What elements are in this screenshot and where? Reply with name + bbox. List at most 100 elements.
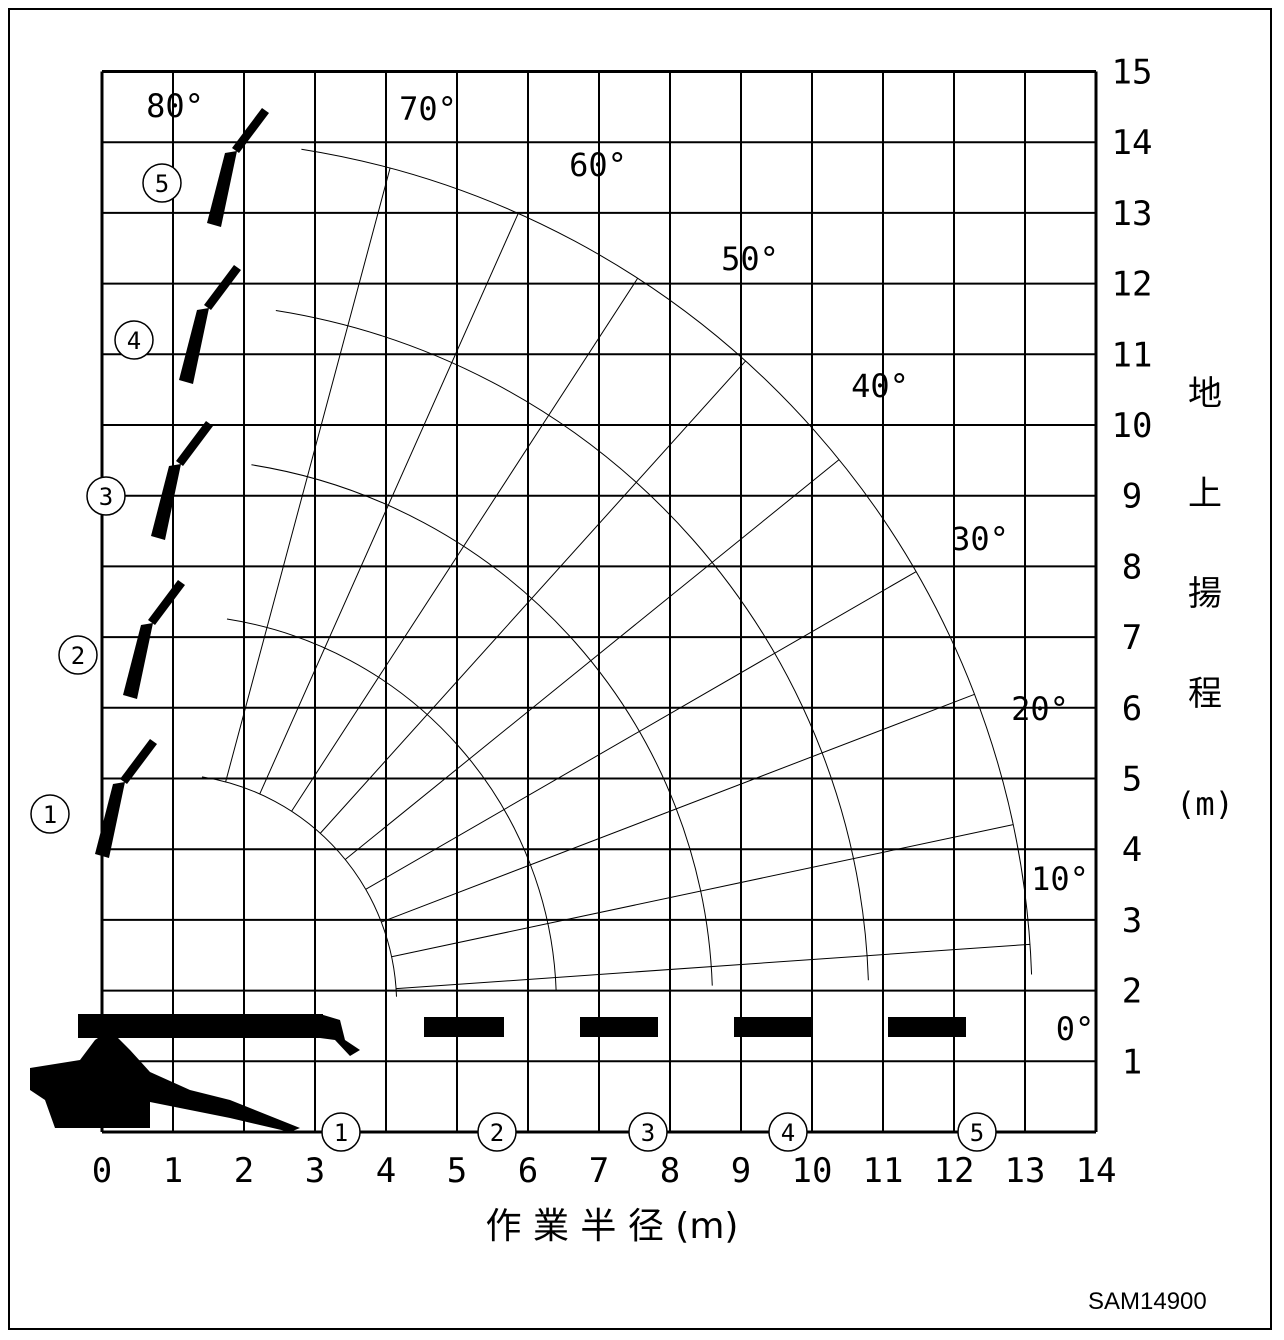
x-tick-label: 8 bbox=[660, 1151, 680, 1191]
raised-boom-icon bbox=[207, 151, 237, 227]
stage-marker-label: 4 bbox=[781, 1119, 795, 1147]
range-arc bbox=[226, 618, 557, 992]
y-tick-label: 7 bbox=[1122, 618, 1142, 658]
angle-labels: 80° 70° 60° 50° 40° 30° 20° 10° 0° bbox=[146, 87, 1094, 1048]
y-axis-label-char: 揚 bbox=[1188, 574, 1222, 614]
x-tick-label: 6 bbox=[518, 1151, 538, 1191]
boom-segment-5 bbox=[888, 1017, 966, 1037]
range-arc bbox=[251, 464, 713, 986]
angle-label: 40° bbox=[851, 367, 909, 405]
y-axis-label-char: 地 bbox=[1188, 374, 1222, 414]
stage-marker bbox=[142, 163, 182, 203]
y-tick-label: 4 bbox=[1122, 830, 1142, 870]
angle-label: 80° bbox=[146, 87, 204, 125]
stage-marker bbox=[321, 1112, 361, 1152]
angle-line bbox=[381, 693, 975, 923]
x-tick-label: 5 bbox=[447, 1151, 467, 1191]
stage-marker-label: 1 bbox=[334, 1119, 348, 1147]
x-tick-label: 4 bbox=[376, 1151, 396, 1191]
stage-marker bbox=[114, 320, 154, 360]
angle-label: 10° bbox=[1031, 860, 1089, 898]
raised-boom-icon bbox=[123, 623, 153, 699]
angle-line bbox=[391, 824, 1014, 958]
drawing-frame bbox=[8, 8, 1272, 1330]
x-tick-label: 11 bbox=[863, 1151, 904, 1191]
drawing-code: SAM14900 bbox=[1088, 1288, 1207, 1315]
angle-line bbox=[344, 459, 840, 860]
angle-label: 70° bbox=[399, 90, 457, 128]
angle-label: 0° bbox=[1056, 1010, 1095, 1048]
stage-marker bbox=[30, 794, 70, 834]
range-arc bbox=[275, 310, 869, 981]
y-tick-label: 1 bbox=[1122, 1042, 1142, 1082]
boom-arm-icon bbox=[204, 265, 241, 310]
working-range-arcs bbox=[201, 148, 1033, 997]
x-tick-label: 13 bbox=[1005, 1151, 1046, 1191]
grid bbox=[100, 70, 1098, 1134]
stage-marker-label: 3 bbox=[641, 1119, 655, 1147]
stage-marker-label: 1 bbox=[43, 801, 57, 829]
raised-boom-icon bbox=[151, 464, 181, 540]
y-tick-label: 10 bbox=[1112, 406, 1153, 446]
stage-marker bbox=[86, 476, 126, 516]
x-tick-label: 3 bbox=[305, 1151, 325, 1191]
x-tick-label: 1 bbox=[163, 1151, 183, 1191]
crane-boom-tip bbox=[320, 1014, 360, 1056]
boom-segment-3 bbox=[580, 1017, 658, 1037]
x-tick-label: 2 bbox=[234, 1151, 254, 1191]
angle-label: 30° bbox=[951, 520, 1009, 558]
angle-label: 50° bbox=[721, 240, 779, 278]
range-arc bbox=[301, 148, 1033, 975]
y-tick-label: 3 bbox=[1122, 901, 1142, 941]
stage-marker-label: 2 bbox=[71, 642, 85, 670]
x-tick-label: 0 bbox=[92, 1151, 112, 1191]
angle-label: 20° bbox=[1011, 690, 1069, 728]
stage-marker bbox=[477, 1112, 517, 1152]
y-axis-label-char: 程 bbox=[1188, 674, 1222, 714]
boom-arm-icon bbox=[148, 580, 185, 625]
boom-segment-2 bbox=[424, 1017, 504, 1037]
angle-line bbox=[259, 213, 519, 795]
x-tick-label: 12 bbox=[934, 1151, 975, 1191]
y-tick-label: 8 bbox=[1122, 547, 1142, 587]
stage-marker bbox=[58, 635, 98, 675]
raised-boom-icon bbox=[179, 308, 209, 384]
y-tick-label: 15 bbox=[1112, 53, 1153, 93]
stage-marker bbox=[628, 1112, 668, 1152]
stage-marker bbox=[957, 1112, 997, 1152]
angle-line bbox=[396, 943, 1031, 990]
y-axis-unit: (m) bbox=[1176, 785, 1234, 823]
x-axis-label: 作 業 半 径 (m) bbox=[486, 1206, 739, 1247]
x-tick-label: 7 bbox=[589, 1151, 609, 1191]
boom-arm-icon bbox=[176, 421, 213, 466]
boom-segment-4 bbox=[734, 1017, 812, 1037]
y-tick-label: 11 bbox=[1112, 335, 1153, 375]
angle-line bbox=[225, 167, 391, 782]
stage-marker-label: 5 bbox=[155, 170, 169, 198]
angle-label: 60° bbox=[569, 146, 627, 184]
angle-line bbox=[319, 360, 746, 834]
y-tick-label: 14 bbox=[1112, 123, 1153, 163]
crane-horizontal-boom bbox=[78, 1014, 323, 1038]
angle-line bbox=[365, 571, 917, 890]
stage-marker-label: 2 bbox=[490, 1119, 504, 1147]
stage-marker bbox=[768, 1112, 808, 1152]
x-tick-label: 9 bbox=[731, 1151, 751, 1191]
stage-marker-label: 3 bbox=[99, 483, 113, 511]
stage-marker-label: 4 bbox=[127, 327, 141, 355]
crane-base-icon bbox=[30, 1030, 300, 1132]
x-tick-label: 14 bbox=[1076, 1151, 1117, 1191]
boom-arm-icon bbox=[120, 739, 157, 784]
y-tick-label: 6 bbox=[1122, 689, 1142, 729]
boom-arm-icon bbox=[232, 108, 269, 153]
y-tick-label: 13 bbox=[1112, 194, 1153, 234]
y-tick-label: 2 bbox=[1122, 972, 1142, 1012]
y-axis-label-char: 上 bbox=[1188, 474, 1222, 514]
x-tick-label: 10 bbox=[792, 1151, 833, 1191]
y-tick-label: 5 bbox=[1122, 760, 1142, 800]
range-arc bbox=[201, 776, 398, 997]
crane-silhouettes bbox=[30, 108, 966, 1132]
angle-line bbox=[291, 278, 639, 812]
